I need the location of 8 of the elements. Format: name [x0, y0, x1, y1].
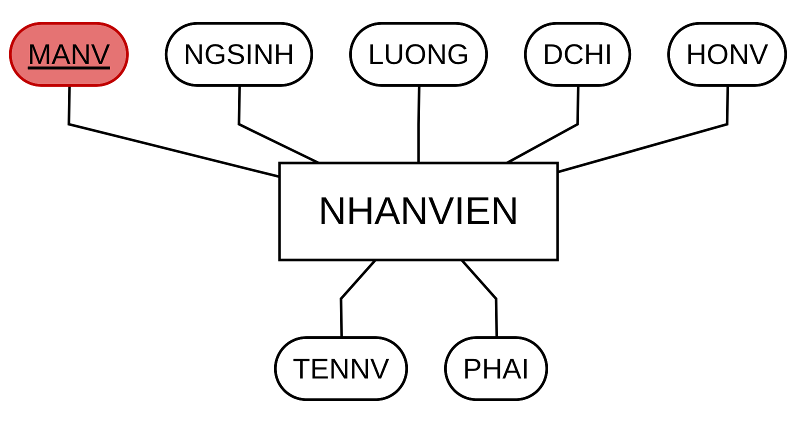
connector — [506, 86, 580, 164]
connector — [238, 86, 320, 164]
connector — [557, 86, 730, 174]
connector — [460, 259, 498, 338]
connector — [340, 259, 376, 338]
connector — [417, 86, 420, 163]
connector — [68, 86, 280, 178]
node-box: NHANVIEN — [278, 162, 559, 262]
